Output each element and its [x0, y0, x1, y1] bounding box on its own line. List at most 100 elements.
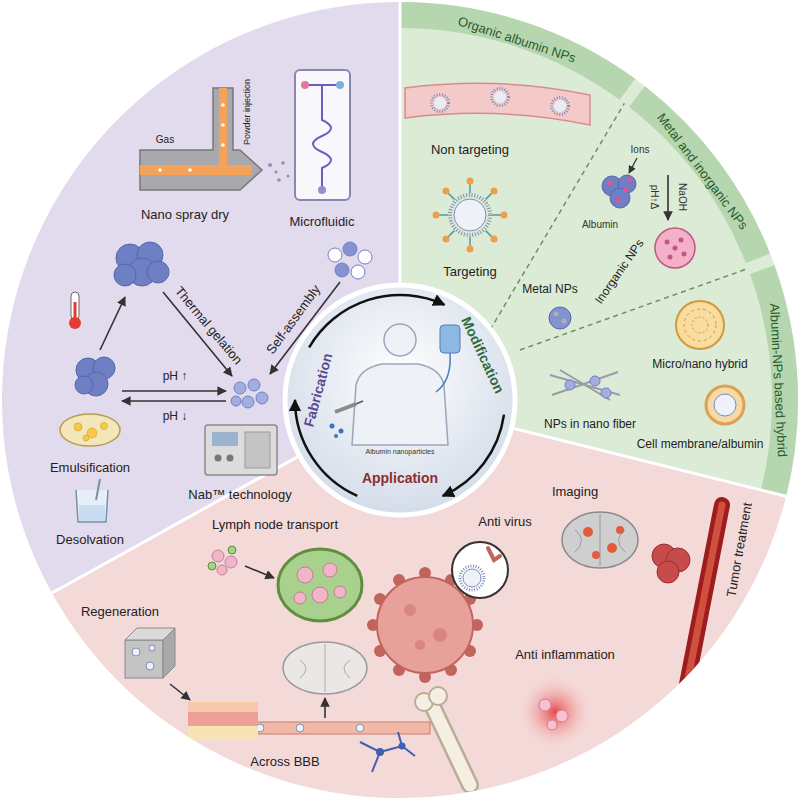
brain-imaging [562, 512, 638, 568]
nab-machine [205, 425, 277, 475]
microfluidic-chip [301, 81, 309, 89]
blood-brain-barrier [376, 748, 384, 756]
nano-fiber [590, 376, 600, 386]
albumin-nanoparticle [552, 98, 569, 115]
stage-title: Fabrication [300, 351, 335, 428]
lymph-node [225, 556, 237, 568]
targeted-nanoparticle [467, 246, 474, 253]
figure-label: Metal NPs [522, 283, 577, 297]
figure-label: Thermal gelation [171, 284, 245, 368]
inorganic-nanoparticle [665, 240, 670, 245]
lymph-node [217, 565, 227, 575]
dashed-divider [490, 103, 748, 350]
inflammation-glow [539, 699, 568, 730]
self-assembly-units [328, 242, 372, 279]
syringe [334, 434, 338, 438]
figure-label: Emulsification [50, 461, 130, 476]
tissue-regeneration [170, 684, 190, 700]
ion-albumin-complex [602, 158, 668, 220]
targeted-nanoparticle [443, 236, 450, 243]
targeted-nanoparticle [491, 188, 498, 195]
virus [433, 628, 447, 642]
blood-brain-barrier [360, 732, 415, 772]
magnifier [460, 566, 484, 590]
emulsion-dish [74, 423, 82, 431]
spray-dryer [221, 123, 225, 127]
brain-imaging [607, 543, 617, 553]
blood-vessel [680, 505, 722, 720]
dashed-divider [520, 269, 748, 351]
thermometer [71, 292, 79, 320]
tissue-regeneration [188, 726, 258, 740]
inflammation-glow [556, 710, 568, 722]
figure-label: Powder injection [242, 79, 252, 145]
syringe [330, 401, 364, 438]
cycle-arrow [309, 295, 444, 348]
targeted-nanoparticle [436, 181, 504, 249]
figure-label: Anti virus [478, 515, 531, 530]
nanoparticle-cluster [256, 392, 268, 404]
targeted-nanoparticle [467, 178, 474, 185]
lymph-node [245, 566, 274, 578]
figure-label: pH↑Δ [648, 185, 660, 209]
albumin-protein [114, 264, 136, 286]
lymph-node [228, 546, 236, 554]
band-label-box: Albumin-NPs based hybrid [766, 300, 792, 461]
virus [415, 640, 425, 650]
magnifier [463, 569, 481, 587]
emulsion-dish [83, 435, 89, 441]
syringe [339, 429, 344, 434]
spray-dryer [287, 175, 290, 178]
nanoparticle-cluster [234, 382, 246, 394]
figure-label: Cell membrane/albumin [637, 438, 764, 452]
beaker [96, 479, 100, 500]
lymph-node [208, 546, 362, 621]
albumin-nanoparticle [432, 89, 569, 115]
microfluidic-chip [318, 186, 326, 194]
beaker [79, 505, 105, 521]
iv-bag [440, 325, 460, 353]
inorganic-nanoparticle [682, 252, 687, 257]
blood-brain-barrier [300, 644, 350, 692]
magnifier [488, 548, 500, 560]
micro-nano-hybrid [692, 317, 708, 333]
iv-bag [436, 325, 460, 392]
figure-label: Imaging [552, 485, 598, 500]
syringe [330, 424, 335, 429]
emulsion-dish [60, 414, 120, 446]
process-arrow [122, 400, 226, 402]
tumor [652, 544, 690, 583]
micro-nano-hybrid [684, 309, 716, 341]
ion-albumin-complex [610, 188, 630, 208]
inorganic-nanoparticle [673, 246, 678, 251]
spray-dryer [274, 170, 277, 173]
albumin-protein [75, 242, 169, 396]
figure-label: Regeneration [81, 605, 159, 620]
brain-imaging [592, 551, 600, 559]
blood-brain-barrier [256, 724, 364, 732]
targeted-nanoparticle [433, 178, 508, 253]
targeted-nanoparticle [450, 195, 490, 235]
spray-dryer [281, 161, 285, 165]
nano-fiber [550, 370, 620, 400]
blood-vessel [405, 83, 590, 125]
magnifier [452, 542, 508, 598]
spray-dryer [221, 103, 225, 107]
tissue-regeneration [125, 640, 163, 678]
nanoparticle-cluster [242, 396, 254, 408]
albumin-nanoparticle [494, 91, 506, 103]
metal-nanoparticle [554, 312, 559, 317]
bone [429, 687, 447, 705]
tissue-regeneration [188, 702, 258, 712]
figure-label: Self-assembly [264, 283, 324, 358]
spray-dryer [188, 168, 192, 172]
bone [432, 705, 470, 785]
blood-brain-barrier [296, 724, 304, 732]
illustration [60, 70, 744, 785]
tissue-regeneration [125, 628, 258, 740]
blood-brain-barrier [356, 724, 364, 732]
figure-label: Anti inflammation [515, 648, 615, 663]
